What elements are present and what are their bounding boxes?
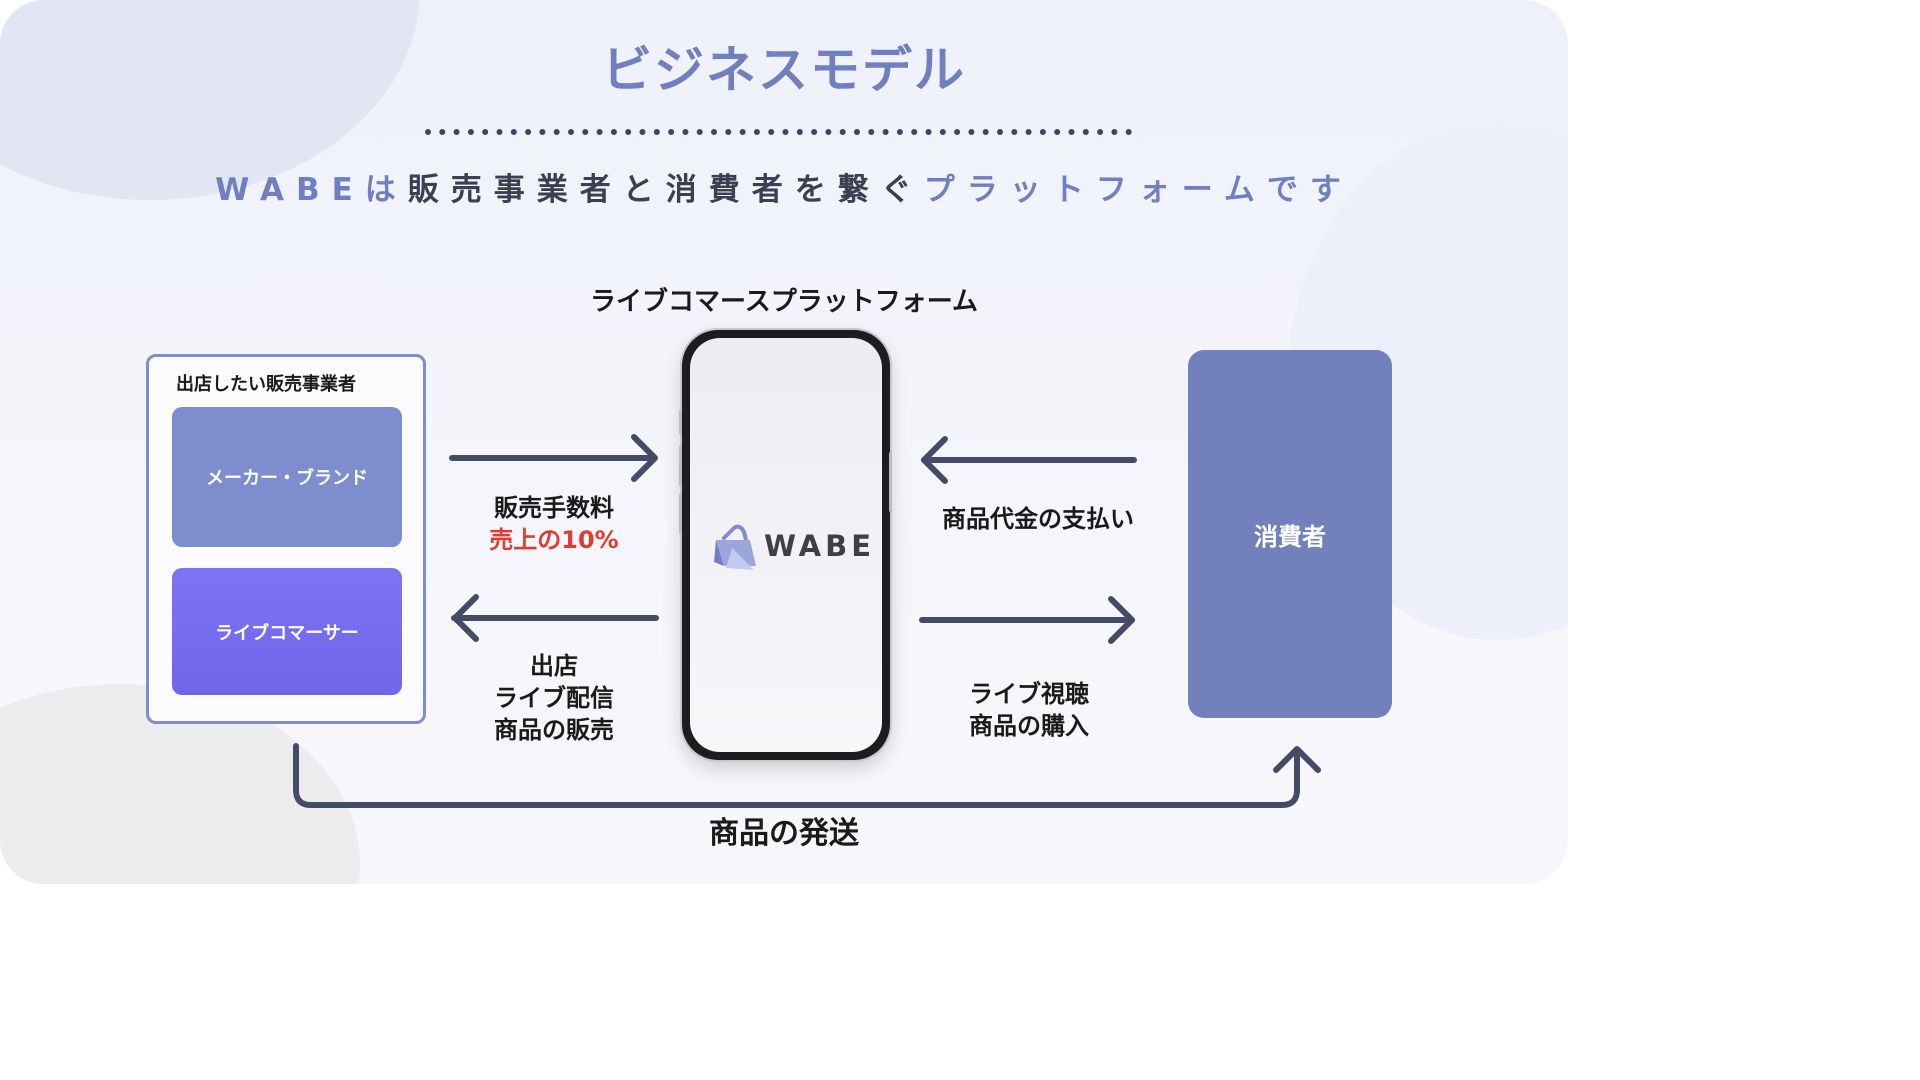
divider-dot xyxy=(939,129,946,135)
phone-side-button xyxy=(889,452,892,512)
divider-dot xyxy=(896,129,903,135)
divider-dot xyxy=(653,129,660,135)
divider-dot xyxy=(610,129,617,135)
dotted-divider xyxy=(425,129,1132,135)
divider-dot xyxy=(997,129,1003,135)
fee-rate: 売上の10% xyxy=(489,526,619,554)
divider-dot xyxy=(1039,129,1046,135)
divider-dot xyxy=(482,129,489,135)
consumer-box: 消費者 xyxy=(1188,350,1392,718)
divider-dot xyxy=(568,129,574,135)
phone-side-button xyxy=(679,494,682,534)
activity-sell-products: 商品の販売 xyxy=(494,716,614,744)
divider-dot xyxy=(467,129,474,135)
divider-dot xyxy=(1068,129,1075,135)
consumer-activities-label: ライブ視聴 商品の購入 xyxy=(918,678,1140,742)
divider-dot xyxy=(1082,129,1089,135)
fee-label: 販売手数料 売上の10% xyxy=(456,492,652,556)
divider-dot xyxy=(882,129,889,135)
divider-dot xyxy=(525,129,532,135)
arrow-consumer-to-platform xyxy=(921,436,1137,484)
activity-live-stream: ライブ配信 xyxy=(494,684,614,712)
divider-dot xyxy=(510,129,517,135)
arrow-seller-to-platform xyxy=(449,434,658,482)
divider-dot xyxy=(1025,129,1032,135)
divider-dot xyxy=(782,129,789,135)
flow-arrows xyxy=(293,434,1321,808)
divider-dot xyxy=(1111,129,1118,135)
divider-dot xyxy=(1011,129,1018,135)
divider-dot xyxy=(954,129,961,135)
platform-label: ライブコマースプラットフォーム xyxy=(590,287,978,317)
maker-brand-card: メーカー・ブランド xyxy=(172,407,402,547)
divider-dot xyxy=(696,129,703,135)
divider-dot xyxy=(968,129,975,135)
divider-dot xyxy=(539,129,546,135)
payment-label: 商品代金の支払い xyxy=(942,505,1134,533)
divider-dot xyxy=(596,129,603,135)
divider-dot xyxy=(668,129,675,135)
activity-open-store: 出店 xyxy=(530,652,578,680)
seller-activities-label: 出店 ライブ配信 商品の販売 xyxy=(456,650,652,746)
divider-dot xyxy=(439,129,446,135)
divider-dot xyxy=(811,129,818,135)
slide-subtitle: WABEは販売事業者と消費者を繋ぐプラットフォームです xyxy=(0,164,1568,209)
divider-dot xyxy=(725,129,732,135)
wabe-logo-text: WABE xyxy=(764,529,876,563)
phone-side-button xyxy=(679,410,682,434)
divider-dot xyxy=(911,129,918,135)
divider-dot xyxy=(425,129,431,135)
divider-dot xyxy=(753,129,760,135)
wabe-bag-icon xyxy=(714,524,756,570)
divider-dot xyxy=(639,129,646,135)
divider-dot xyxy=(982,129,989,135)
shipping-label: 商品の発送 xyxy=(709,816,859,851)
divider-dot xyxy=(553,129,560,135)
live-commercer-card: ライブコマーサー xyxy=(172,568,402,695)
seller-group-title: 出店したい販売事業者 xyxy=(176,374,356,395)
subtitle-brand: WABEは xyxy=(215,172,408,208)
subtitle-platform: プラットフォームです xyxy=(923,172,1353,208)
divider-dot xyxy=(1125,129,1132,135)
divider-dot xyxy=(825,129,832,135)
consumer-label: 消費者 xyxy=(1254,522,1326,551)
activity-watch-live: ライブ視聴 xyxy=(969,680,1089,708)
divider-dot xyxy=(796,129,803,135)
business-model-slide: ビジネスモデル WABEは販売事業者と消費者を繋ぐプラットフォームです ライブコ… xyxy=(0,0,1568,884)
divider-dot xyxy=(854,129,860,135)
arrow-shipping xyxy=(293,743,1321,808)
arrow-platform-to-consumer xyxy=(919,596,1135,644)
activity-purchase: 商品の購入 xyxy=(969,712,1089,740)
divider-dot xyxy=(682,129,689,135)
divider-dot xyxy=(625,129,632,135)
divider-dot xyxy=(496,129,503,135)
divider-dot xyxy=(1097,129,1104,135)
divider-dot xyxy=(768,129,775,135)
subtitle-middle: 販売事業者と消費者を繋ぐ xyxy=(407,172,924,208)
divider-dot xyxy=(739,129,746,135)
divider-dot xyxy=(1054,129,1061,135)
divider-dot xyxy=(839,129,846,135)
fee-title: 販売手数料 xyxy=(494,494,614,522)
divider-dot xyxy=(925,129,932,135)
divider-dot xyxy=(582,129,589,135)
arrow-platform-to-seller xyxy=(451,594,659,642)
divider-dot xyxy=(711,129,717,135)
divider-dot xyxy=(453,129,460,135)
slide-title: ビジネスモデル xyxy=(602,41,966,99)
phone-side-button xyxy=(679,446,682,486)
divider-dot xyxy=(868,129,875,135)
